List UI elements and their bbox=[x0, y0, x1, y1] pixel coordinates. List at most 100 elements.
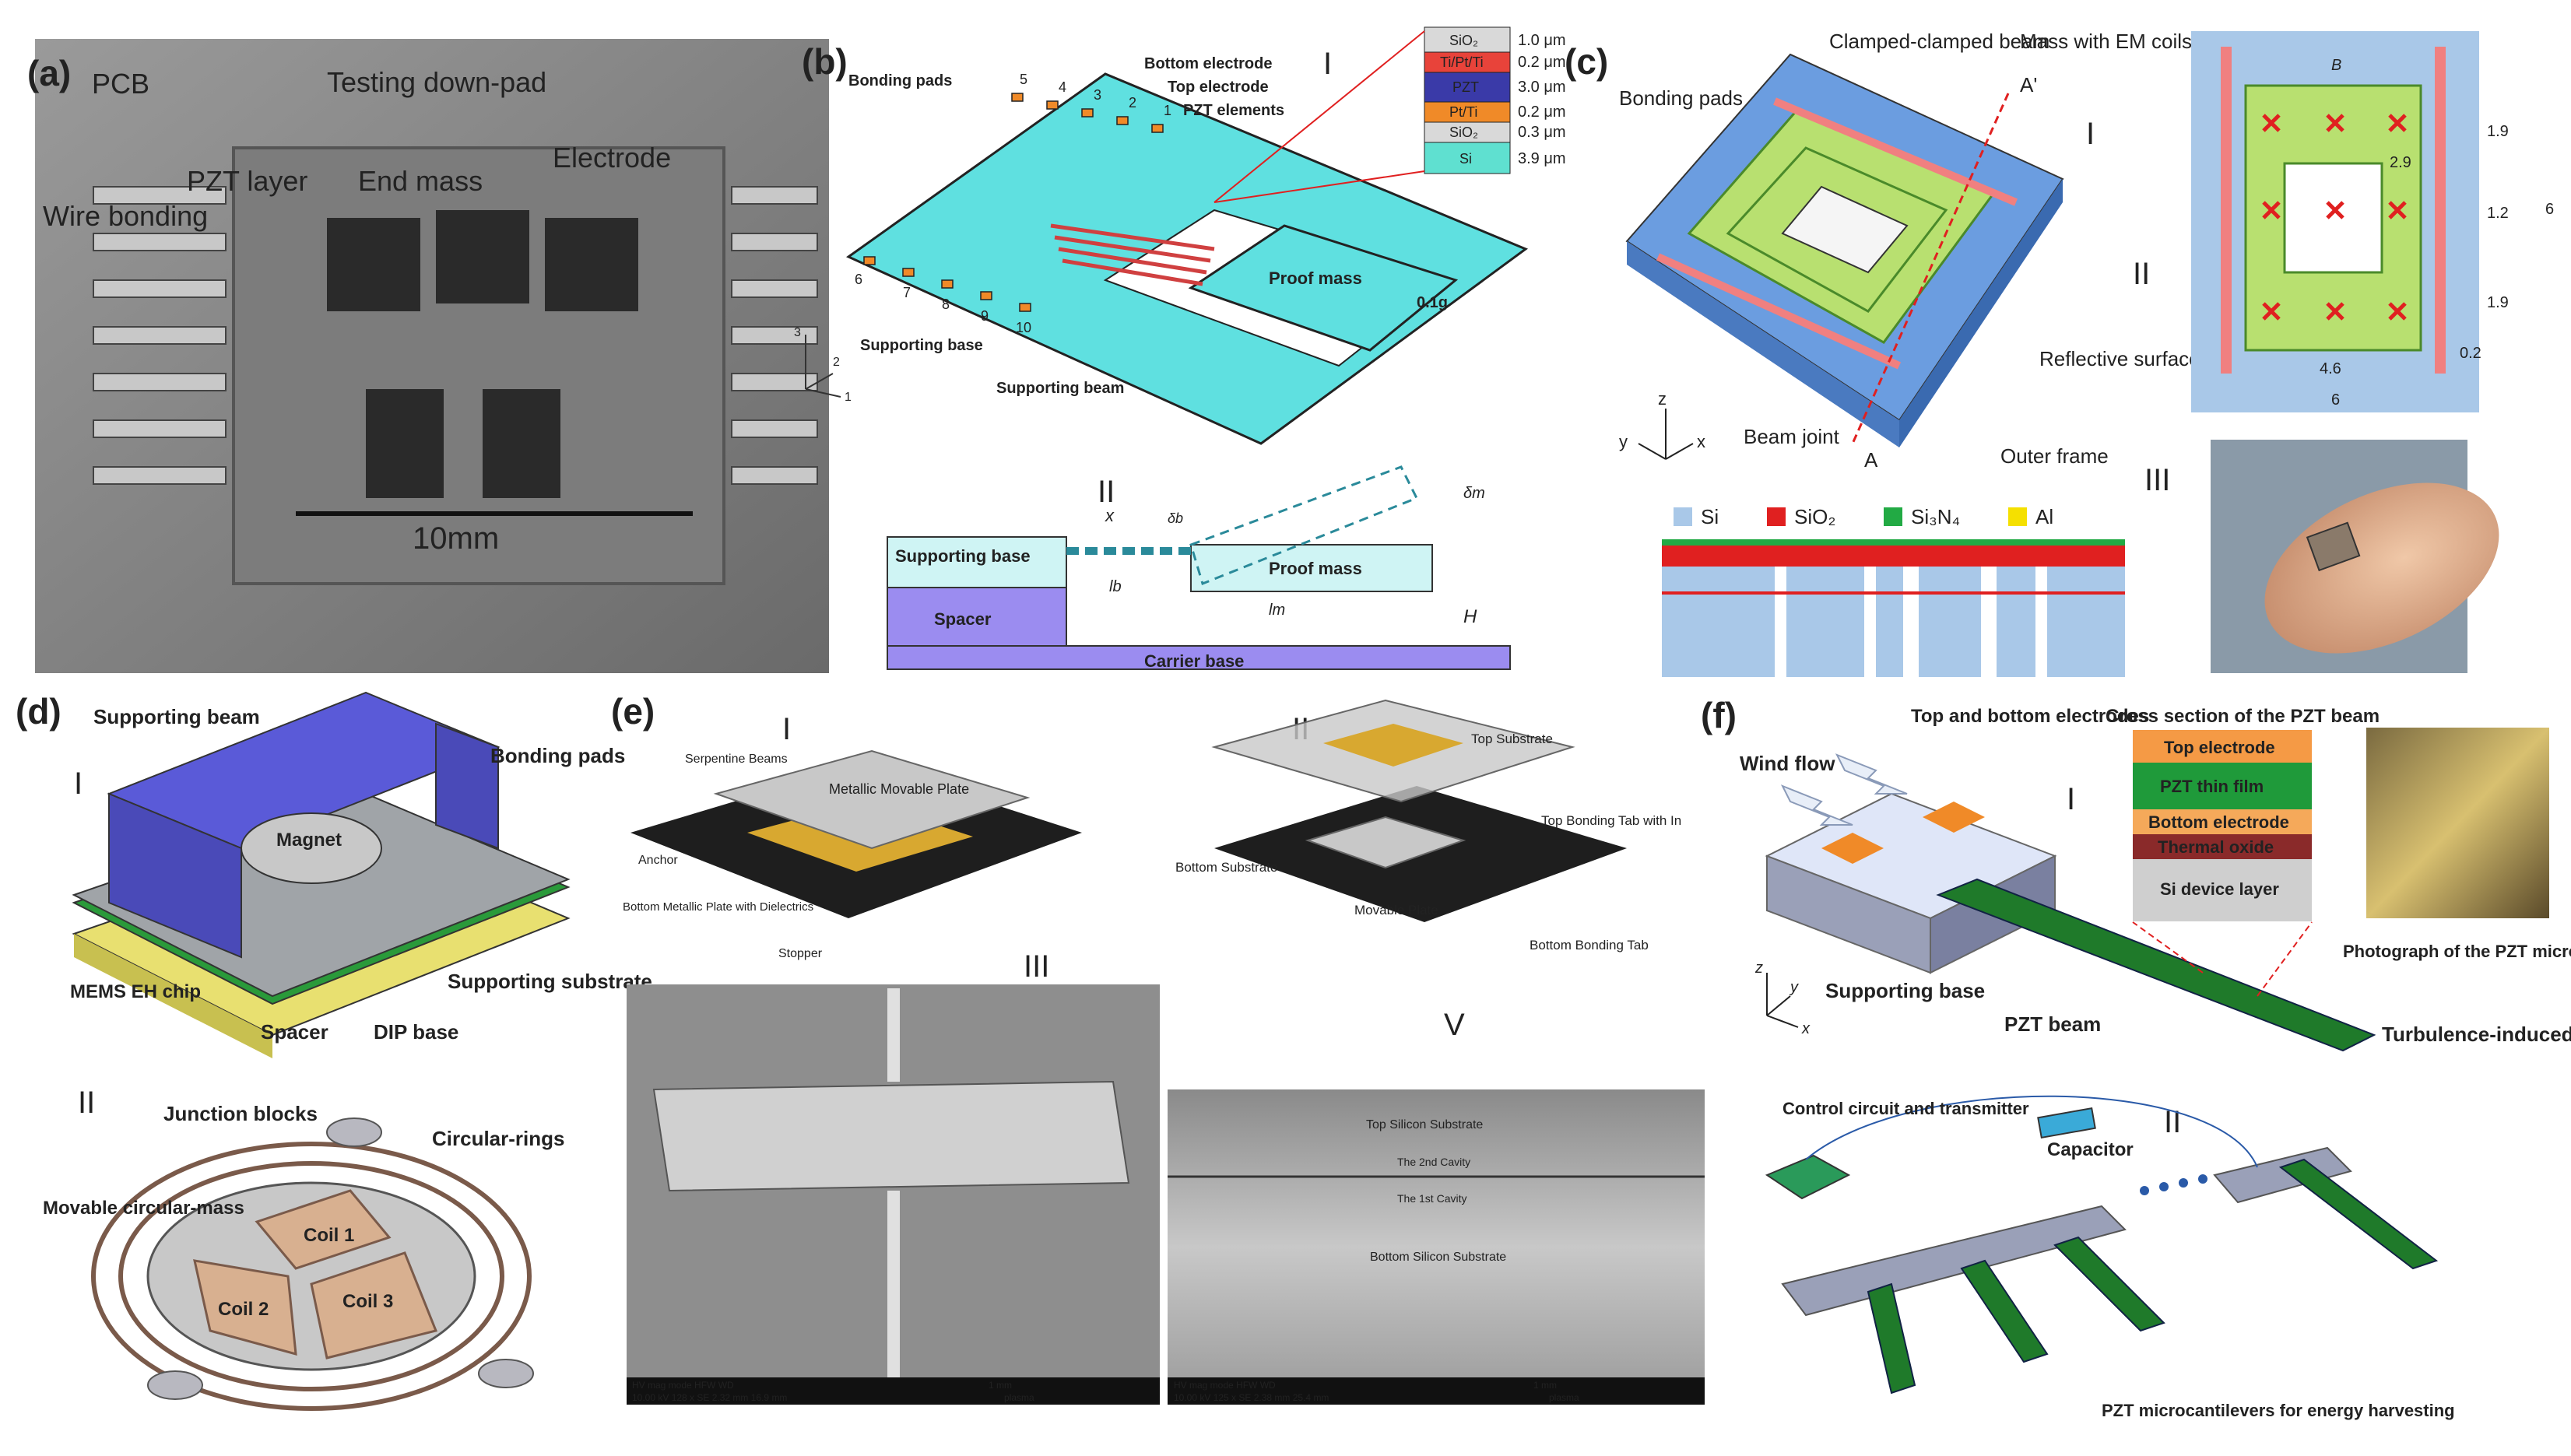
panel-e-movable-plate-II bbox=[1305, 816, 1466, 869]
panel-d-beam-leg bbox=[435, 722, 499, 850]
panel-b-side-spacer-label: Spacer bbox=[934, 609, 992, 629]
layer-thickness: 0.2 μm bbox=[1518, 54, 1566, 71]
panel-b-pad-number: 7 bbox=[903, 285, 911, 300]
panel-e: (e) I II Serpentine Beams Metallic Movab… bbox=[611, 691, 1705, 1405]
panel-b-carrier-base bbox=[887, 645, 1511, 670]
panel-b: (b) I SiO₂ Ti/Pt/Ti PZT Pt/Ti bbox=[794, 26, 1566, 671]
panel-c-axis-x: x bbox=[1697, 432, 1705, 451]
panel-b-pad-number: 4 bbox=[1059, 79, 1066, 95]
panel-e-sem-1-tag: plasma bbox=[1004, 1392, 1034, 1403]
panel-e-sem-1-bar bbox=[627, 1377, 1160, 1405]
panel-b-side-base bbox=[887, 536, 1067, 588]
panel-e-sem-2-values: 10.00 kV 125 x SE 2.38 mm 25.4 mm bbox=[1174, 1392, 1329, 1403]
panel-b-carrier-label: Carrier base bbox=[1144, 651, 1244, 671]
panel-a-end-mass-label: End mass bbox=[358, 165, 483, 197]
panel-e-sem-2-header: HV mag mode HFW WD bbox=[1174, 1380, 1276, 1391]
panel-b-layer-stack: SiO₂ Ti/Pt/Ti PZT Pt/Ti SiO₂ Si 1.0 μm 0… bbox=[1424, 26, 1566, 174]
panel-b-axes bbox=[805, 335, 841, 398]
legend-swatch-sio2 bbox=[1767, 507, 1786, 526]
panel-b-side-mass-label: Proof mass bbox=[1269, 559, 1362, 578]
panel-d-coil bbox=[255, 1189, 392, 1270]
panel-c-dim: 1.9 bbox=[2487, 123, 2509, 140]
panel-f-roman-I: I bbox=[2067, 782, 2075, 816]
panel-d-movable-mass: Movable circular-mass bbox=[43, 1198, 244, 1219]
panel-e-roman-III: III bbox=[1024, 949, 1049, 984]
legend-si: Si bbox=[1701, 505, 1719, 528]
panel-d-coil bbox=[310, 1251, 438, 1360]
panel-d-coil1: Coil 1 bbox=[304, 1225, 354, 1246]
panel-d-coil3: Coil 3 bbox=[342, 1291, 393, 1312]
panel-d-junction bbox=[147, 1370, 203, 1400]
panel-e-sem-plate bbox=[652, 1080, 1130, 1192]
layer-name: Pt/Ti bbox=[1449, 104, 1477, 120]
panel-e-stopper: Stopper bbox=[778, 947, 823, 960]
panel-f-layer bbox=[2133, 730, 2312, 763]
panel-c-mass-coils-inner bbox=[1726, 146, 1948, 313]
panel-f-array-base bbox=[1781, 1205, 2127, 1317]
panel-a-wire-bonding-label: Wire bonding bbox=[43, 200, 208, 232]
panel-f-label: (f) bbox=[1701, 695, 1737, 735]
panel-c-A-prime: A' bbox=[2020, 73, 2037, 96]
panel-e-cavity-2: The 2nd Cavity bbox=[1397, 1156, 1470, 1168]
panel-c-beam bbox=[1773, 97, 2018, 206]
panel-d: (d) I Supporting beam Bonding pads Magne… bbox=[16, 691, 652, 1411]
panel-b-pad-number: 8 bbox=[942, 296, 950, 312]
panel-b-roman-II: II bbox=[1098, 475, 1115, 509]
panel-a-scale-label: 10mm bbox=[413, 521, 499, 556]
panel-f-wire bbox=[1805, 1095, 2258, 1168]
panel-e-metallic-plate: Metallic Movable Plate bbox=[829, 781, 969, 797]
panel-c-roman-II: II bbox=[2133, 257, 2150, 291]
panel-d-coil2: Coil 2 bbox=[218, 1299, 269, 1320]
panel-c-roman-III: III bbox=[2144, 463, 2170, 497]
panel-f-electrode-pad bbox=[1923, 802, 1985, 833]
panel-d-supporting-beam-label: Supporting beam bbox=[93, 705, 260, 728]
panel-e-sem-1-values: 10.00 kV 128 x SE 2.32 mm 16.9 mm bbox=[632, 1392, 787, 1403]
panel-c-top-view-inner bbox=[2283, 162, 2383, 274]
panel-f-layer bbox=[2133, 763, 2312, 809]
panel-e-bottom-bonding: Bottom Bonding Tab bbox=[1530, 938, 1649, 953]
panel-e-anchor: Anchor bbox=[638, 854, 678, 867]
panel-b-spacer bbox=[887, 587, 1067, 647]
panel-d-mems-chip: MEMS EH chip bbox=[70, 981, 201, 1002]
layer-name: PZT bbox=[1452, 79, 1479, 95]
panel-c-dim: 1.2 bbox=[2487, 205, 2509, 222]
panel-b-pad-number: 10 bbox=[1016, 320, 1031, 335]
panel-f-photo bbox=[2366, 728, 2549, 918]
legend-sio2: SiO₂ bbox=[1794, 505, 1835, 528]
panel-b-delta-m-label: δm bbox=[1463, 485, 1485, 502]
panel-b-bottom-electrode: Bottom electrode bbox=[1144, 55, 1272, 72]
panel-b-side-mass bbox=[1190, 544, 1433, 592]
panel-f-array-base-2 bbox=[2213, 1146, 2352, 1204]
panel-e-sem-1-scale: 1 mm bbox=[989, 1380, 1012, 1391]
panel-b-deflected-mass bbox=[1189, 465, 1419, 586]
panel-f-layer-name: PZT thin film bbox=[2160, 777, 2264, 796]
panel-c-x-marks bbox=[2262, 114, 2407, 321]
panel-c-frame-side bbox=[1627, 241, 1899, 447]
layer-thickness: 0.3 μm bbox=[1518, 124, 1566, 141]
panel-c-dim: 4.6 bbox=[2320, 360, 2341, 377]
panel-c-beam bbox=[1656, 253, 1902, 370]
panel-c-dim: 2.9 bbox=[2390, 154, 2411, 171]
panel-c-axis-y: y bbox=[1619, 432, 1628, 451]
panel-b-zoom-line bbox=[1213, 30, 1425, 203]
panel-f-layer-name: Thermal oxide bbox=[2158, 837, 2274, 857]
panel-c-bonding-pads: Bonding pads bbox=[1619, 86, 1743, 110]
panel-f-layer bbox=[2133, 859, 2312, 921]
panel-e-roman-V: V bbox=[1444, 1008, 1465, 1042]
panel-c-frame-side bbox=[1899, 179, 2063, 447]
panel-f-electrodes: Top and bottom electrodes bbox=[1911, 706, 2149, 727]
panel-f-wind-arrows bbox=[1780, 753, 1908, 826]
panel-c-reflective-label: Reflective surface bbox=[2039, 347, 2200, 370]
panel-d-bonding-pads: Bonding pads bbox=[490, 744, 625, 767]
panel-f-pzt-beam bbox=[1936, 878, 2376, 1052]
panel-b-pads bbox=[863, 93, 1164, 312]
panel-c-mass-coils-label: Mass with EM coils bbox=[2020, 30, 2192, 53]
panel-f-pzt-beam-label: PZT beam bbox=[2004, 1012, 2101, 1036]
panel-d-supporting-substrate: Supporting substrate bbox=[448, 970, 652, 993]
panel-f-roman-II: II bbox=[2164, 1105, 2181, 1139]
legend-al: Al bbox=[2035, 505, 2053, 528]
panel-f-layer-name: Top electrode bbox=[2164, 738, 2275, 757]
panel-b-supporting-beam: Supporting beam bbox=[996, 380, 1124, 397]
panel-b-H-label: H bbox=[1463, 606, 1477, 627]
